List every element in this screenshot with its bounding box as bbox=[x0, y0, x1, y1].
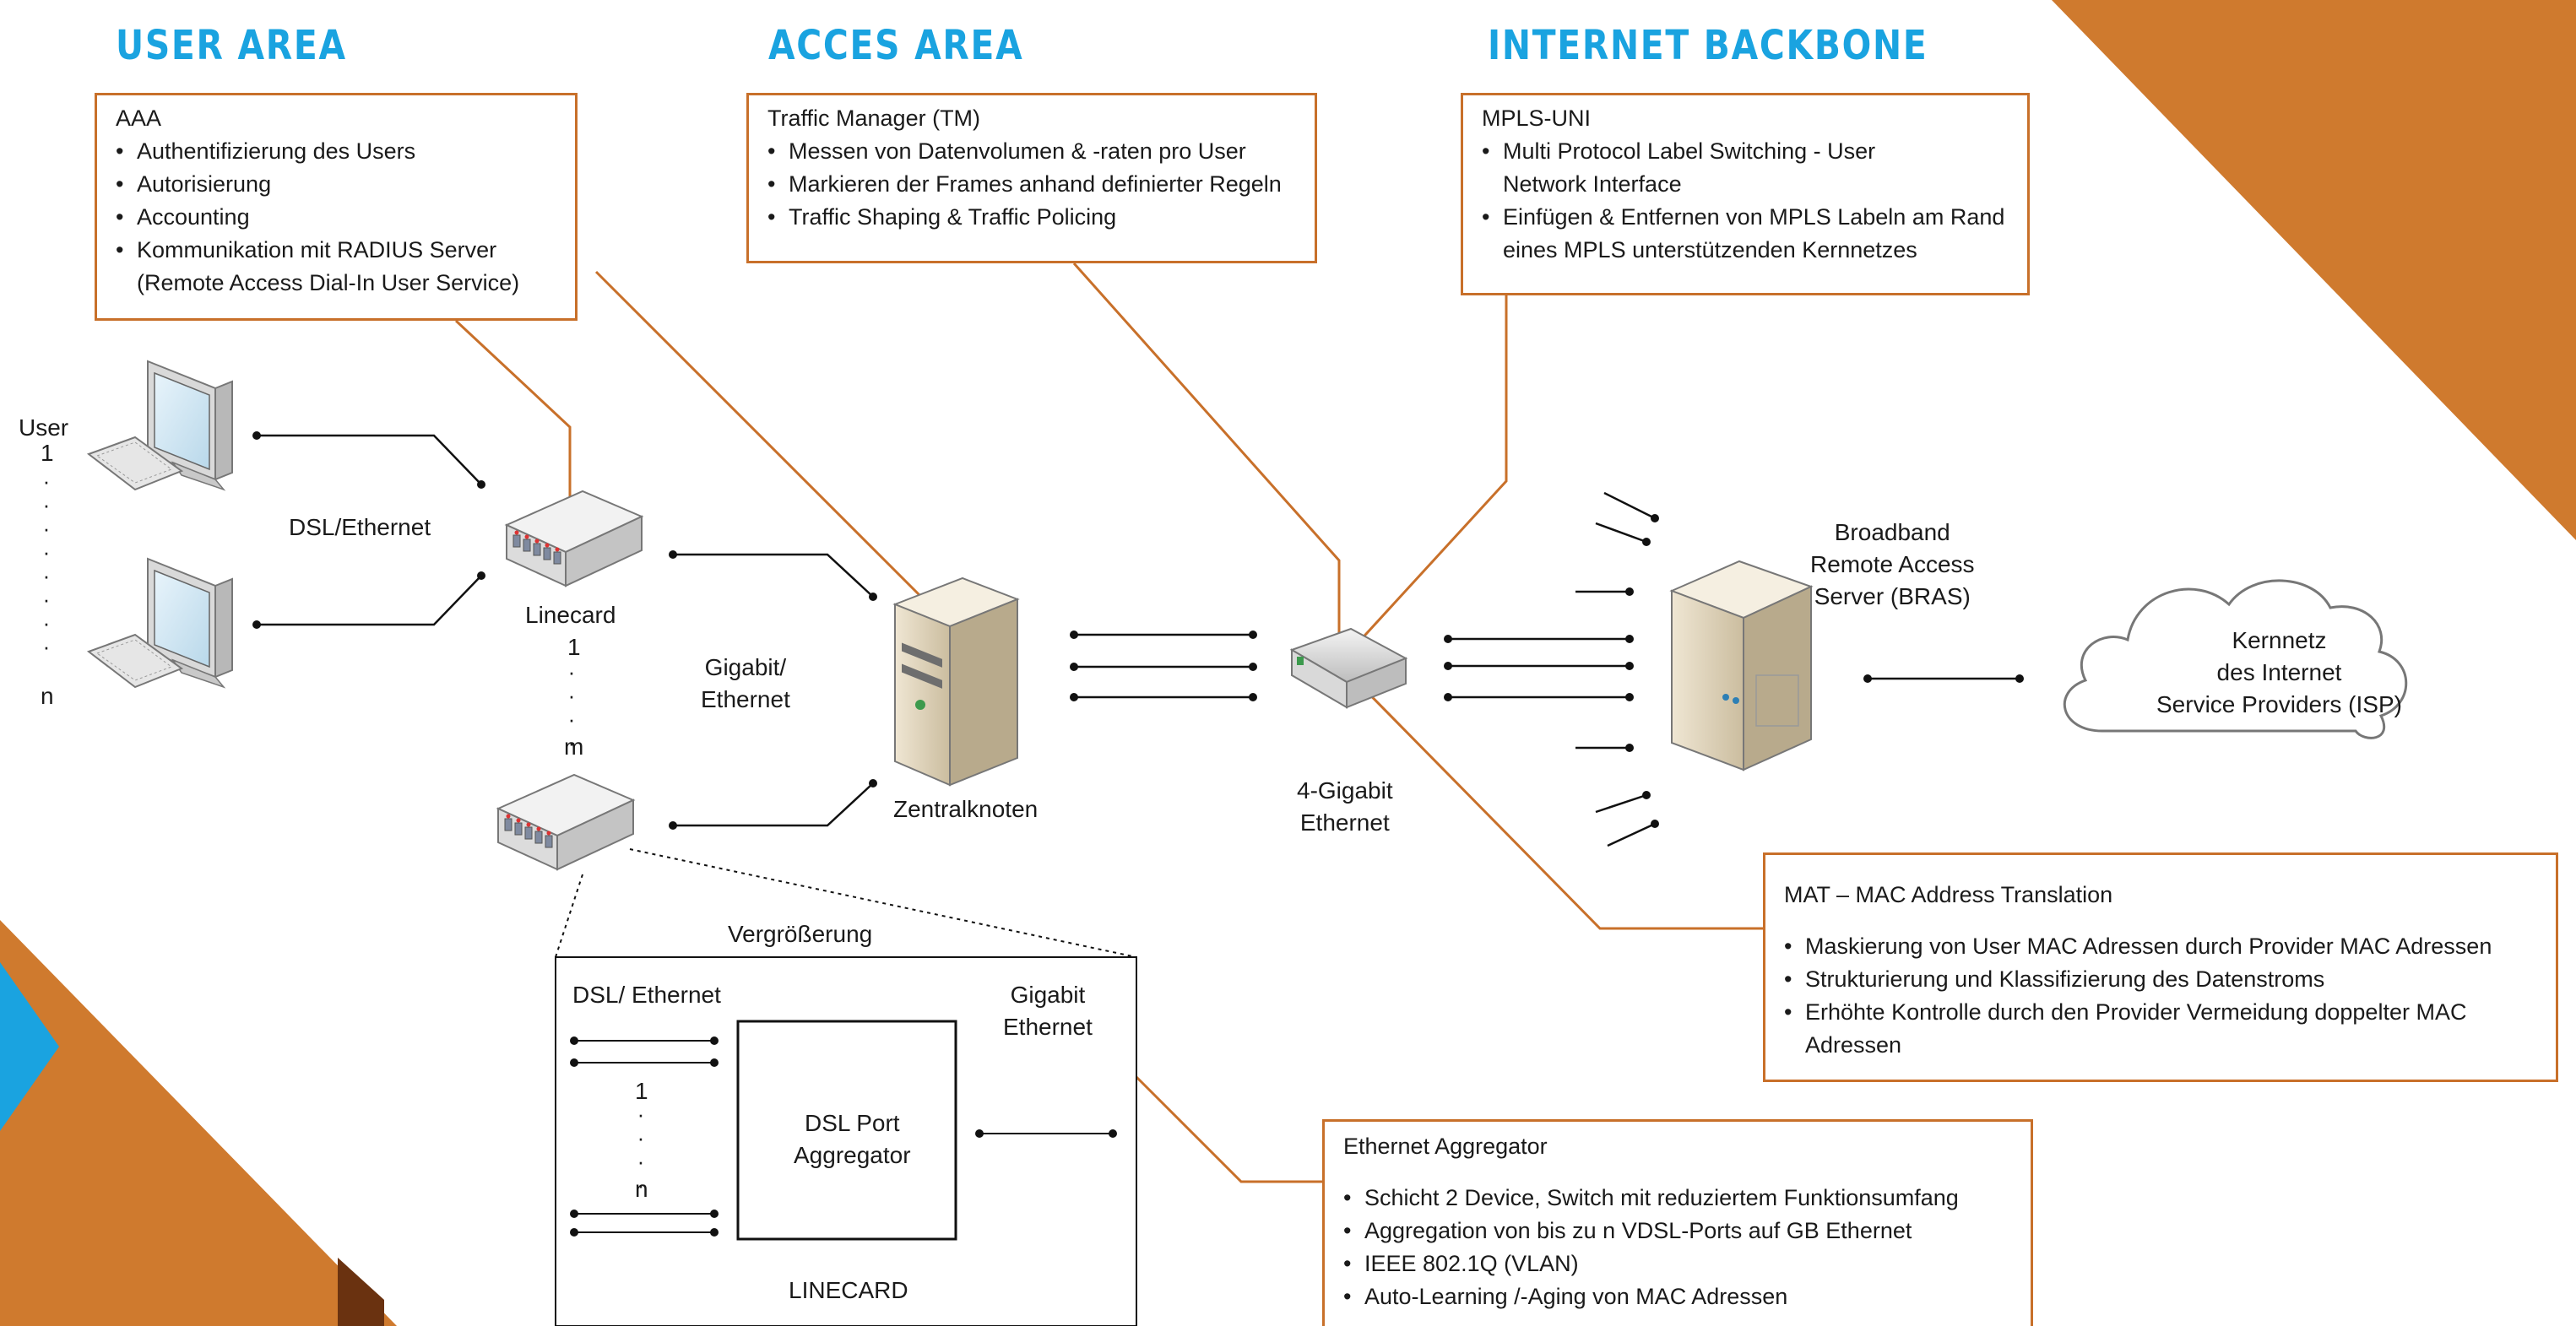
zoom-gigabit-ethernet-label: Gigabit Ethernet bbox=[1003, 982, 1093, 1040]
eth-item: Aggregation von bis zu n VDSL-Ports auf … bbox=[1343, 1215, 2012, 1248]
zoom-port-lines bbox=[574, 1040, 1113, 1233]
mat-callout-line bbox=[1337, 662, 1763, 930]
bottom-left-brown-block bbox=[338, 1258, 384, 1326]
computer-icon bbox=[88, 360, 233, 490]
user1-link bbox=[257, 434, 482, 485]
mat-item: Strukturierung und Klassifizierung des D… bbox=[1784, 963, 2537, 996]
dsl-port-aggregator-box bbox=[736, 1020, 957, 1241]
bras-server-icon bbox=[1669, 560, 1814, 771]
eth-item: Schicht 2 Device, Switch mit reduziertem… bbox=[1343, 1182, 2012, 1215]
linecard1-uplink bbox=[673, 553, 874, 598]
eth-aggregator-callout-line bbox=[1135, 1075, 1322, 1183]
gigabit-ethernet-label: Gigabit/ Ethernet bbox=[701, 654, 790, 712]
mat-item: Erhöhte Kontrolle durch den Provider Ver… bbox=[1784, 996, 2497, 1062]
ethernet-aggregator-info-box: Ethernet Aggregator Schicht 2 Device, Sw… bbox=[1322, 1119, 2033, 1326]
mpls-callout-line bbox=[1337, 295, 1508, 665]
linecardm-uplink bbox=[673, 782, 874, 827]
bottom-left-orange-corner bbox=[0, 920, 397, 1326]
server-tower-icon bbox=[892, 576, 1020, 787]
tm-list: Messen von Datenvolumen & -raten pro Use… bbox=[767, 135, 1296, 234]
mpls-title: MPLS-UNI bbox=[1482, 106, 1592, 131]
zoom-port-vertical-ellipsis: ···· bbox=[637, 1101, 645, 1198]
user-first-label: 1 bbox=[41, 440, 54, 466]
cloud-icon bbox=[2063, 579, 2408, 739]
mat-info-box: MAT – MAC Address Translation Maskierung… bbox=[1763, 852, 2558, 1082]
user-last-label: n bbox=[41, 683, 54, 709]
zoom-title: Vergrößerung bbox=[728, 921, 873, 947]
user-vertical-ellipsis: ········ bbox=[42, 468, 51, 659]
heading-user-area: USER AREA bbox=[116, 22, 347, 69]
top-right-orange-corner bbox=[2052, 0, 2576, 540]
tm-switch-callout-line bbox=[1072, 262, 1341, 663]
zoom-port-first-label: 1 bbox=[635, 1078, 648, 1104]
dsl-port-aggregator-label: DSL Port Aggregator bbox=[794, 1110, 911, 1168]
user-label: User bbox=[19, 414, 69, 441]
aaa-item: Authentifizierung des Users bbox=[116, 135, 556, 168]
linecard-vertical-ellipsis: ···· bbox=[567, 659, 576, 755]
bottom-left-blue-triangle bbox=[0, 962, 59, 1131]
mat-item: Maskierung von User MAC Adressen durch P… bbox=[1784, 930, 2537, 963]
mat-title: MAT – MAC Address Translation bbox=[1784, 882, 2113, 907]
linecard-last-label: m bbox=[564, 733, 584, 760]
cloud-label: Kernnetz des Internet Service Providers … bbox=[2156, 627, 2402, 717]
dsl-ethernet-label: DSL/Ethernet bbox=[289, 514, 431, 540]
usern-link bbox=[257, 575, 482, 626]
tm-item: Traffic Shaping & Traffic Policing bbox=[767, 201, 1296, 234]
zoom-dashed-right bbox=[629, 848, 1137, 958]
mat-list: Maskierung von User MAC Adressen durch P… bbox=[1784, 930, 2537, 1062]
mpls-item: Einfügen & Entfernen von MPLS Labeln am … bbox=[1482, 201, 2009, 267]
eth-item: Auto-Learning /-Aging von MAC Adressen bbox=[1343, 1280, 2012, 1313]
tm-item: Messen von Datenvolumen & -raten pro Use… bbox=[767, 135, 1296, 168]
tm-callout-line bbox=[594, 270, 947, 623]
tm-item: Markieren der Frames anhand definierter … bbox=[767, 168, 1296, 201]
switch-to-bras-links bbox=[1448, 491, 1656, 847]
heading-access-area: ACCES AREA bbox=[768, 22, 1024, 69]
aaa-item: Kommunikation mit RADIUS Server (Remote … bbox=[116, 234, 556, 300]
four-gigabit-label: 4-Gigabit Ethernet bbox=[1297, 777, 1393, 836]
computer-icon bbox=[88, 558, 233, 688]
central-to-switch-links bbox=[1074, 633, 1253, 699]
mpls-list: Multi Protocol Label Switching - User Ne… bbox=[1482, 135, 2009, 267]
heading-internet-backbone: INTERNET BACKBONE bbox=[1488, 22, 1928, 69]
aaa-item: Accounting bbox=[116, 201, 556, 234]
mpls-item: Multi Protocol Label Switching - User Ne… bbox=[1482, 135, 1900, 201]
zoom-dashed-left bbox=[555, 874, 583, 958]
bras-label: Broadband Remote Access Server (BRAS) bbox=[1810, 519, 1975, 609]
linecard-switch-icon bbox=[506, 490, 643, 587]
eth-item: IEEE 802.1Q (VLAN) bbox=[1343, 1248, 2012, 1280]
mpls-info-box: MPLS-UNI Multi Protocol Label Switching … bbox=[1461, 93, 2030, 295]
linecard-first-label: 1 bbox=[567, 634, 581, 660]
aaa-list: Authentifizierung des Users Autorisierun… bbox=[116, 135, 556, 300]
eth-list: Schicht 2 Device, Switch mit reduziertem… bbox=[1343, 1182, 2012, 1313]
traffic-manager-info-box: Traffic Manager (TM) Messen von Datenvol… bbox=[746, 93, 1317, 263]
aaa-info-box: AAA Authentifizierung des Users Autorisi… bbox=[95, 93, 578, 321]
zoom-dsl-ethernet-label: DSL/ Ethernet bbox=[572, 982, 721, 1008]
linecard-switch-icon bbox=[497, 774, 634, 870]
linecard-label: Linecard bbox=[525, 602, 616, 628]
switch-icon bbox=[1289, 627, 1408, 709]
aaa-item: Autorisierung bbox=[116, 168, 556, 201]
aaa-callout-line bbox=[454, 319, 572, 530]
aaa-title: AAA bbox=[116, 106, 162, 131]
tm-title: Traffic Manager (TM) bbox=[767, 106, 981, 131]
zentralknoten-label: Zentralknoten bbox=[893, 796, 1039, 822]
zoom-linecard-label: LINECARD bbox=[789, 1277, 908, 1303]
eth-title: Ethernet Aggregator bbox=[1343, 1134, 1548, 1159]
zoom-port-last-label: n bbox=[635, 1176, 648, 1202]
